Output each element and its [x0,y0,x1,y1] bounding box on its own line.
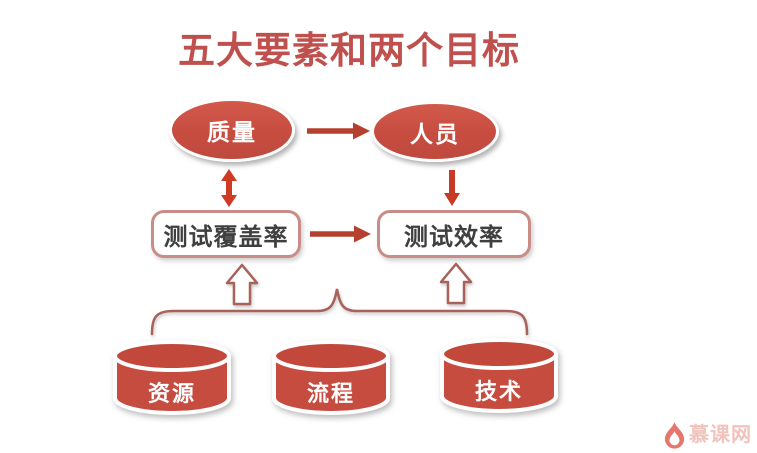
brace-cylinders [150,288,529,336]
cylinder-resources-label: 资源 [147,381,196,406]
cylinder-technology: 技术 [437,337,561,415]
imooc-watermark: 慕课网 [664,421,752,449]
node-personnel-label: 人员 [410,120,460,147]
node-test-efficiency-label: 测试效率 [404,223,504,251]
node-test-coverage: 测试覆盖率 [151,210,301,258]
node-test-coverage-label: 测试覆盖率 [163,223,289,251]
arrow-quality-coverage-bidirectional [221,169,237,207]
cylinder-process-label: 流程 [306,381,355,406]
flame-icon [664,422,685,449]
block-arrow-up-left [225,263,259,306]
cylinder-shape [272,340,390,415]
watermark-brand-text: 慕课网 [689,424,752,446]
cylinder-technology-label: 技术 [474,379,523,404]
slide-title: 五大要素和两个目标 [178,30,520,71]
cylinder-process: 流程 [269,339,393,417]
arrow-personnel-to-efficiency [444,170,460,206]
cylinder-shape [440,338,558,413]
block-arrow-up-right [439,262,473,305]
cylinder-resources: 资源 [110,339,234,417]
arrow-quality-to-personnel [307,122,370,140]
node-quality-label: 质量 [207,119,257,145]
node-test-efficiency: 测试效率 [377,210,531,258]
node-quality: 质量 [169,98,295,162]
arrow-coverage-to-efficiency [310,225,371,243]
cylinder-shape [113,340,231,415]
node-personnel: 人员 [371,101,499,162]
